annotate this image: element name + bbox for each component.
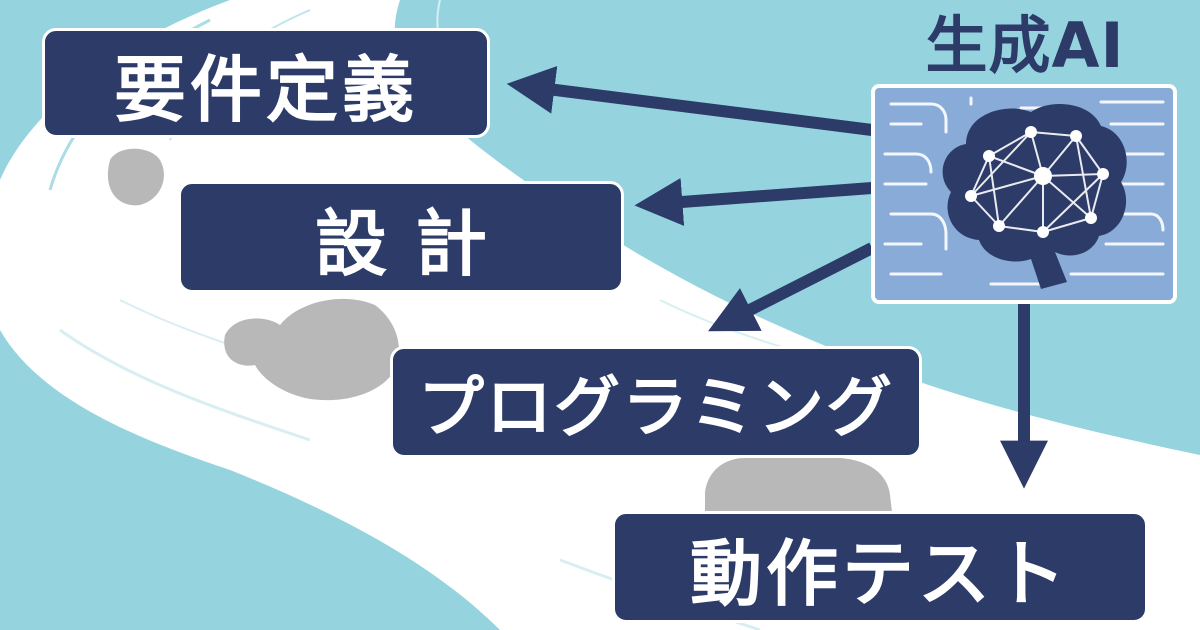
- stage-box-programming: プログラミング: [390, 346, 922, 458]
- arrow-to-design: [634, 178, 873, 226]
- stage-box-testing: 動作テスト: [612, 511, 1148, 623]
- ai-label: 生成AI: [925, 9, 1125, 82]
- arrow-to-requirements: [506, 65, 873, 136]
- stage-label-testing: 動作テスト: [689, 531, 1070, 616]
- rock: [705, 458, 892, 512]
- stage-label-design: 設計: [314, 201, 515, 286]
- rock: [107, 148, 164, 206]
- stage-box-design: 設計: [178, 181, 624, 293]
- stage-label-requirements: 要件定義: [113, 47, 418, 132]
- ai-brain-network-icon: [871, 84, 1177, 304]
- stage-label-programming: プログラミング: [418, 369, 894, 446]
- arrow-to-programming: [708, 242, 875, 332]
- stage-box-requirements: 要件定義: [42, 28, 490, 138]
- rock: [224, 298, 399, 401]
